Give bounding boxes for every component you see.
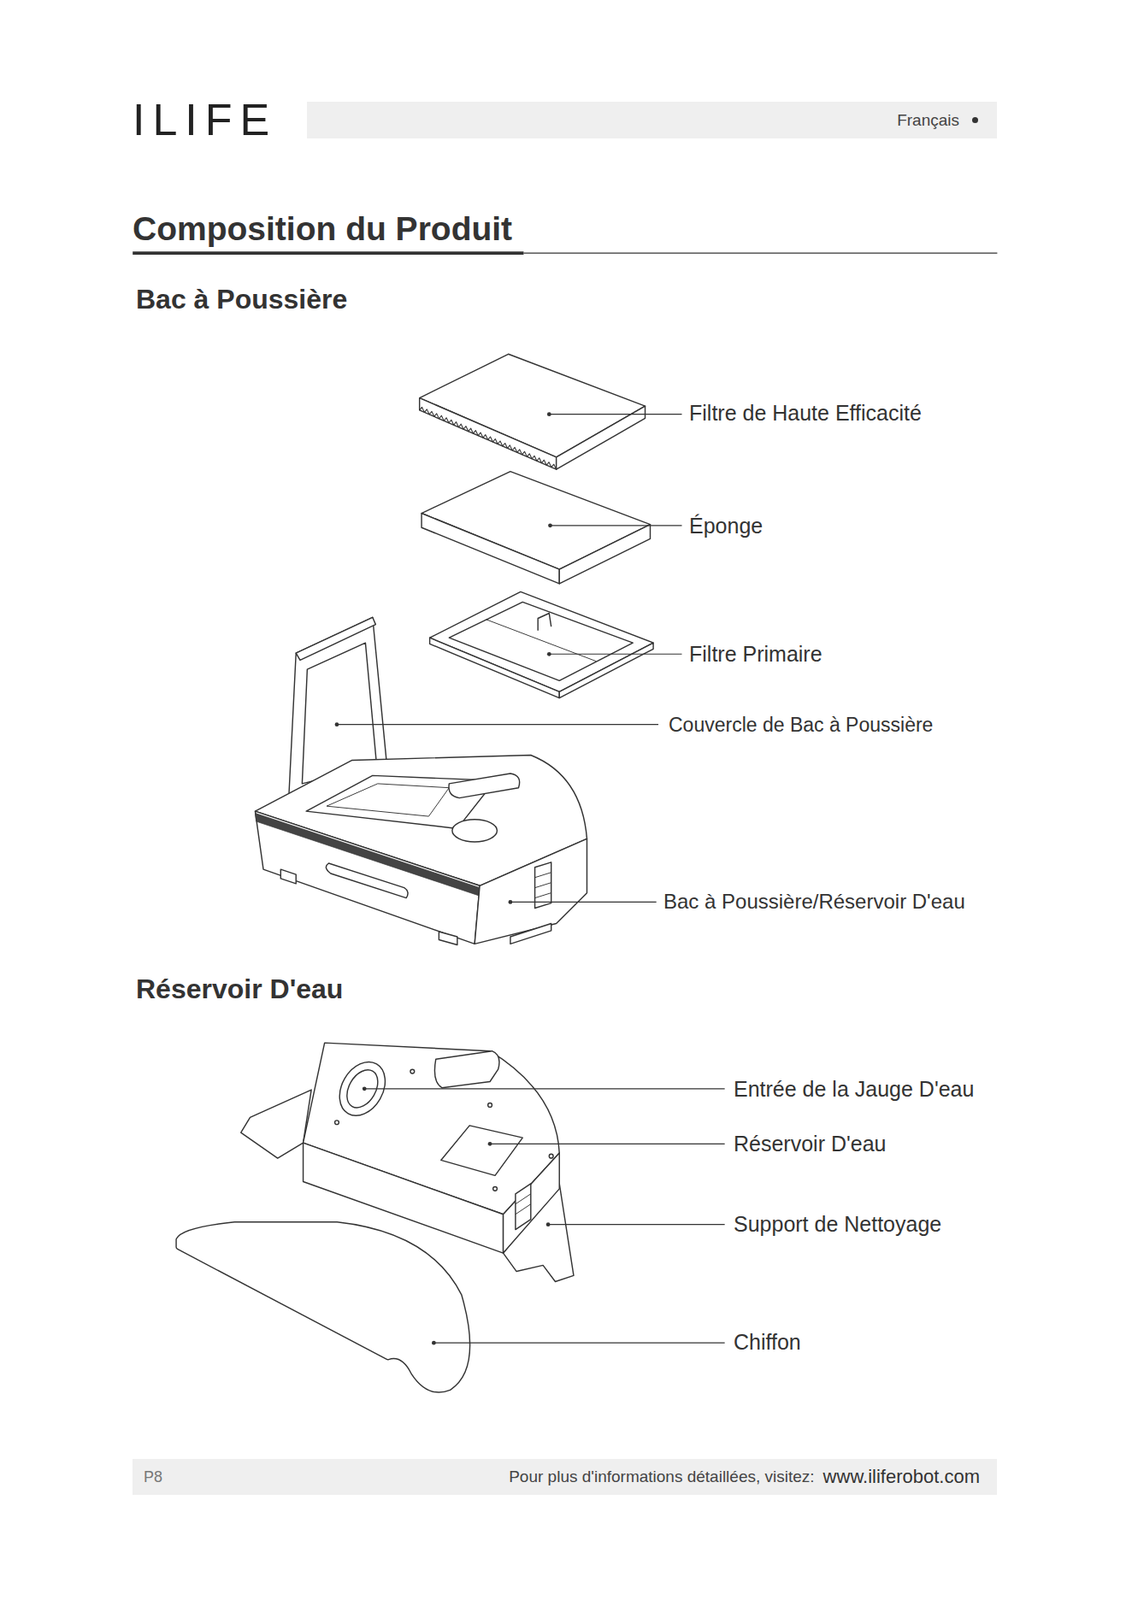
part-label: Entrée de la Jauge D'eau (733, 1076, 974, 1103)
gray-band: P8 Pour plus d'informations détaillées, v… (132, 1459, 997, 1496)
part-label: Chiffon (733, 1329, 802, 1356)
part-label: Bac à Poussière/Réservoir D'eau (663, 890, 966, 915)
footer-url: www.iliferobot.com (823, 1466, 980, 1489)
leader-lines (336, 414, 726, 1344)
footer-note: Pour plus d'informations détaillées, vis… (508, 1468, 814, 1487)
bullet-dot (972, 117, 979, 124)
gray-band: Français (306, 101, 997, 139)
part-label: Filtre Primaire (689, 641, 823, 667)
part-label: Support de Nettoyage (733, 1211, 942, 1238)
brand-logo: ILIFE (132, 93, 278, 147)
language-tag: Français (896, 111, 960, 130)
part-label: Réservoir D'eau (733, 1131, 886, 1157)
section-heading: Réservoir D'eau (135, 972, 343, 1006)
part-label: Éponge (689, 512, 763, 539)
page-number: P8 (143, 1468, 163, 1487)
part-label: Couvercle de Bac à Poussière (668, 713, 933, 738)
section-heading: Bac à Poussière (135, 283, 348, 316)
page-title: Composition du Produit (132, 210, 513, 248)
part-label: Filtre de Haute Efficacité (689, 400, 922, 426)
